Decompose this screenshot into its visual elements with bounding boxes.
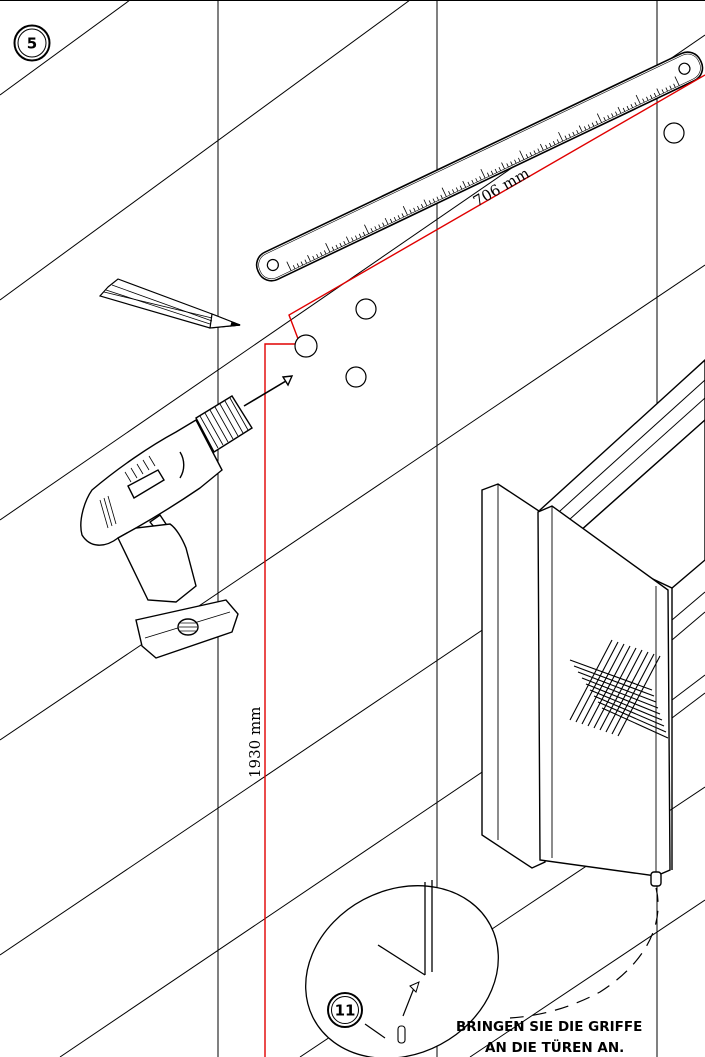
detail-leader	[509, 887, 659, 1019]
drill-holes	[294, 122, 685, 388]
detail-badge: 11	[327, 992, 363, 1028]
drill-icon	[80, 375, 294, 659]
step-number: 5	[27, 35, 37, 53]
cabinet-icon	[481, 359, 705, 887]
caption-line-2: AN DIE TÜREN AN.	[485, 1038, 624, 1056]
vertical-measurement: 1930 mm	[246, 343, 300, 1057]
step-badge: 5	[13, 24, 51, 62]
detail-number: 11	[335, 1002, 356, 1020]
vertical-measure-label: 1930 mm	[246, 707, 264, 778]
ruler-icon	[255, 51, 704, 282]
caption: BRINGEN SIE DIE GRIFFE AN DIE TÜREN AN.	[456, 1019, 642, 1056]
caption-line-1: BRINGEN SIE DIE GRIFFE	[456, 1019, 642, 1035]
pencil-icon	[98, 278, 241, 329]
horizontal-measurement: 706 mm	[288, 74, 705, 345]
